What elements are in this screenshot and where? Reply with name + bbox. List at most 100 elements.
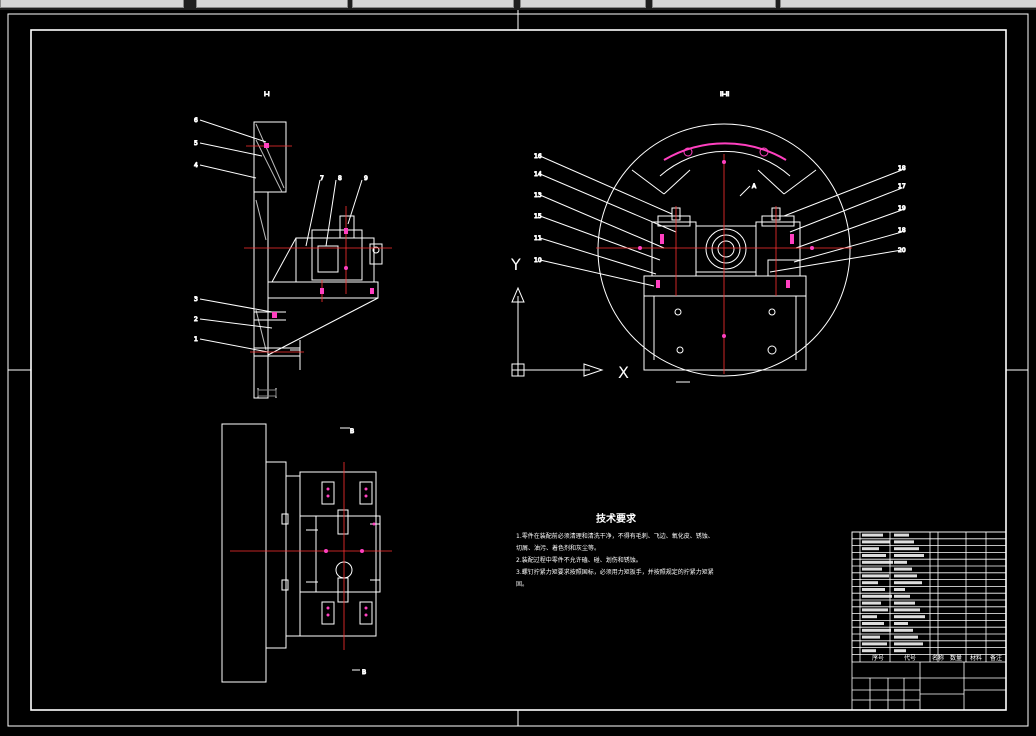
parts-list-text-block [862, 567, 882, 571]
parts-list-text-block [894, 554, 924, 557]
callout: 18 [898, 165, 906, 172]
parts-list-text-block [862, 635, 880, 639]
tech-req-line: 2.装配过程中零件不允许磕、碰、划伤和锈蚀。 [516, 556, 642, 564]
parts-list-text-block [894, 567, 912, 571]
callout: 9 [364, 175, 368, 182]
callout: 3 [194, 296, 198, 303]
callouts-right-view [539, 155, 903, 287]
callout: 4 [194, 162, 198, 169]
view-marker-right: A [752, 183, 757, 190]
tech-req-line: 固。 [516, 581, 528, 588]
callout: 16 [534, 153, 542, 160]
callout: 20 [898, 247, 906, 254]
drawing-frame [7, 10, 1029, 727]
parts-list-text-block [894, 628, 913, 632]
parts-list-text-block [894, 615, 925, 619]
tech-req-line: 3.螺钉拧紧力矩要求按照国标，必须用力矩扳手，并按照规定的拧紧力矩紧 [516, 568, 714, 576]
parts-list-text-block [894, 608, 920, 612]
callout: 13 [534, 192, 542, 199]
callout: 2 [194, 316, 198, 323]
callout: 18 [898, 227, 906, 234]
window-tab[interactable] [352, 0, 514, 8]
callout: 14 [534, 171, 542, 178]
bottom-left-view[interactable]: B B [221, 423, 392, 683]
right-section-view[interactable]: II-II A [534, 91, 906, 383]
title-col-label: 序号 [872, 654, 884, 662]
parts-list-text-block [894, 581, 922, 585]
title-block-labels: 序号 代号 名称 数量 材料 备注 [872, 654, 1002, 662]
parts-list-text-block [862, 649, 876, 653]
parts-list-text-block [862, 628, 891, 632]
parts-list-text-block [862, 574, 889, 578]
window-tab[interactable] [652, 0, 776, 8]
parts-list-text-block [862, 642, 887, 646]
parts-list-text-block [894, 588, 905, 591]
parts-list-text-block [862, 581, 878, 585]
section-label-left: I-I [264, 91, 270, 98]
title-col-label: 备注 [990, 654, 1002, 662]
highlight-marks-left [264, 143, 374, 318]
parts-list-text-block [862, 554, 886, 557]
left-section-view[interactable]: I-I [194, 91, 392, 399]
callout: 17 [898, 183, 906, 190]
window-tab[interactable] [520, 0, 646, 8]
parts-list-text-block [894, 533, 909, 537]
parts-list-text-block [862, 560, 893, 564]
window-tab[interactable] [0, 0, 184, 8]
callout: 10 [534, 257, 542, 264]
parts-list-text-block [894, 642, 923, 646]
parts-list-text-block [894, 574, 917, 578]
parts-list-text-block [862, 547, 879, 551]
parts-list-text-block [894, 649, 906, 653]
tech-req-title: 技术要求 [596, 512, 637, 525]
parts-list-text-block [862, 601, 881, 605]
parts-list-text-block [894, 622, 908, 625]
parts-list-rows [852, 533, 1006, 655]
view-marker-top: B [350, 428, 354, 435]
callout: 11 [534, 235, 542, 242]
parts-list-text-block [862, 588, 885, 591]
center-lines-right [596, 154, 852, 374]
highlight-marks-bottom [324, 487, 376, 617]
callout: 1 [194, 336, 198, 343]
parts-list-text-block [862, 615, 877, 619]
callout: 19 [898, 205, 906, 212]
highlight-marks-right [638, 160, 814, 338]
callout: 5 [194, 140, 198, 147]
parts-list-text-block [894, 601, 915, 605]
center-lines-bottom [230, 462, 392, 650]
parts-list-text-block [894, 540, 914, 544]
callout: 6 [194, 117, 198, 124]
parts-list-text-block [894, 635, 918, 639]
callout: 7 [320, 175, 324, 182]
top-window-strip [0, 0, 1036, 10]
callout: 15 [534, 213, 542, 220]
window-tab[interactable] [196, 0, 348, 8]
title-col-label: 名称 [932, 654, 944, 662]
title-col-label: 数量 [950, 654, 962, 662]
view-marker-bottom: B [362, 669, 366, 676]
parts-list-text-block [894, 560, 907, 564]
parts-list-text-block [862, 533, 883, 537]
parts-list-text-block [862, 594, 892, 598]
parts-list-text-block [862, 540, 890, 544]
parts-list-text-block [894, 547, 919, 551]
callout: 8 [338, 175, 342, 182]
title-col-label: 材料 [970, 654, 982, 662]
tech-req-line: 1.零件在装配前必须清理和清洗干净，不得有毛刺、飞边、氧化皮、锈蚀、 [516, 532, 714, 540]
title-col-label: 代号 [904, 654, 916, 662]
callouts-left-view [199, 119, 363, 353]
ucs-y-label: Y [510, 255, 521, 274]
parts-list-text-block [862, 622, 884, 625]
section-label-right: II-II [720, 91, 729, 98]
title-block[interactable] [851, 531, 1007, 711]
tech-req-line: 切屑、油污、着色剂和灰尘等。 [516, 544, 600, 552]
tech-requirements[interactable]: 技术要求 1.零件在装配前必须清理和清洗干净，不得有毛刺、飞边、氧化皮、锈蚀、 … [516, 512, 714, 588]
window-tab[interactable] [780, 0, 1036, 8]
ucs-icon [511, 286, 604, 377]
ucs-x-label: X [618, 363, 629, 382]
parts-list-text-block [862, 608, 888, 612]
parts-list-text-block [894, 594, 910, 598]
cad-drawing-canvas[interactable]: I-I [0, 10, 1036, 736]
center-lines-left [244, 145, 392, 353]
